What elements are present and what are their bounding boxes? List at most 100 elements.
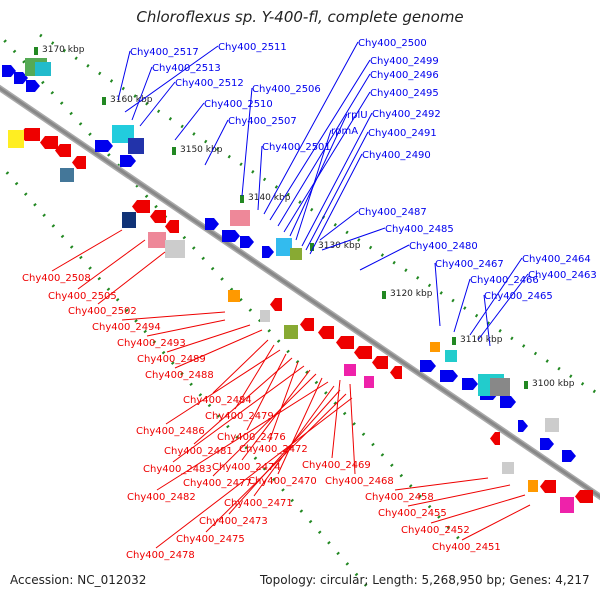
forward-gene-glyph-13 [500,396,516,408]
forward-leader-line [204,119,229,166]
reverse-leader-line [121,311,226,321]
forward-gene-label: rplU [347,110,368,121]
forward-gene-glyph-10 [440,370,458,382]
reverse-gene-label: Chy400_2505 [48,291,117,302]
reverse-gene-label: Chy400_2486 [136,426,205,437]
forward-gene-label: Chy400_2492 [372,109,441,120]
map-title: Chloroflexus sp. Y-400-fl, complete geno… [136,8,464,26]
forward-gene-label: rpmA [331,126,358,137]
reverse-gene-glyph-0 [20,128,40,141]
forward-leader-line [263,41,359,215]
forward-gene-glyph-8 [262,246,274,258]
reverse-leader-line [407,484,511,507]
forward-gene-glyph-4 [120,155,136,167]
reverse-gene-glyph-15 [540,480,556,493]
forward-gene-glyph-14 [518,420,528,432]
reverse-leader-line [234,344,275,410]
reverse-leader-line [331,379,341,459]
reverse-leader-line [246,353,287,431]
reverse-gene-label: Chy400_2469 [302,460,371,471]
reverse-gene-label: Chy400_2481 [164,446,233,457]
cog-block-lower-8 [344,364,356,376]
reverse-gene-glyph-2 [55,144,71,157]
reverse-gene-label: Chy400_2472 [239,444,308,455]
forward-gene-label: Chy400_2465 [484,291,553,302]
reverse-gene-label: Chy400_2451 [432,542,501,553]
forward-gene-label: Chy400_2500 [358,38,427,49]
reverse-leader-line [394,477,489,491]
forward-gene-label: Chy400_2466 [470,275,539,286]
reverse-gene-label: Chy400_2508 [22,273,91,284]
forward-gene-label: Chy400_2496 [370,70,439,81]
reverse-gene-glyph-11 [354,346,372,359]
forward-gene-label: Chy400_2512 [175,78,244,89]
reverse-leader-line [172,365,305,463]
reverse-gene-label: Chy400_2484 [183,395,252,406]
cog-block-4 [230,210,250,226]
cog-block-lower-7 [284,325,298,339]
scale-label: 3160 kbp [110,95,153,105]
cog-block-lower-3 [148,232,166,248]
forward-gene-label: Chy400_2487 [358,207,427,218]
reverse-leader-line [174,329,263,369]
forward-gene-label: Chy400_2480 [409,241,478,252]
forward-leader-line [453,278,471,333]
reverse-gene-glyph-3 [72,156,86,169]
scale-label: 3150 kbp [180,145,223,155]
scale-label: 3130 kbp [318,241,361,251]
reverse-leader-line [212,339,269,394]
genome-summary-text: Topology: circular; Length: 5,268,950 bp… [260,573,590,587]
scale-label: 3120 kbp [390,289,433,299]
forward-leader-line [359,244,410,271]
reverse-gene-label: Chy400_2474 [212,462,281,473]
forward-leader-line [277,73,371,227]
reverse-gene-label: Chy400_2477 [183,478,252,489]
cog-block-3 [128,138,144,154]
reverse-gene-label: Chy400_2489 [137,354,206,365]
forward-leader-line [469,257,523,336]
reverse-leader-line [228,389,341,515]
cog-block-1 [35,62,51,76]
scale-tick [310,243,314,251]
forward-gene-glyph-7 [240,236,254,248]
forward-gene-label: Chy400_2464 [522,254,591,265]
forward-gene-glyph-6 [222,230,240,242]
cog-block-10 [445,350,457,362]
reverse-gene-label: Chy400_2470 [248,476,317,487]
forward-leader-line [305,131,369,251]
forward-gene-label: Chy400_2507 [228,116,297,127]
reverse-gene-label: Chy400_2478 [126,550,195,561]
forward-leader-line [257,145,263,211]
scale-label: 3170 kbp [42,45,85,55]
forward-leader-line [131,66,153,121]
reverse-leader-line [268,361,299,443]
reverse-gene-label: Chy400_2494 [92,322,161,333]
forward-leader-line [117,50,131,101]
forward-leader-line [319,210,359,241]
forward-leader-line [174,102,205,141]
scale-tick [382,291,386,299]
forward-leader-line [283,91,371,233]
reverse-leader-line [461,504,531,541]
forward-leader-line [241,87,253,197]
reverse-gene-glyph-16 [575,490,593,503]
reverse-leader-line [155,397,353,549]
scale-tick [452,337,456,345]
forward-leader-line [309,153,363,255]
forward-leader-line [477,273,529,341]
forward-gene-glyph-15 [540,438,554,450]
reverse-leader-line [277,377,323,475]
reverse-leader-line [212,373,317,477]
forward-gene-glyph-16 [562,450,576,462]
genome-backbone [0,86,600,499]
forward-gene-glyph-5 [205,218,219,230]
forward-gene-label: Chy400_2490 [362,150,431,161]
reverse-gene-label: Chy400_2493 [117,338,186,349]
reverse-leader-line [77,239,146,290]
cog-block-9 [430,342,440,352]
reverse-gene-label: Chy400_2455 [378,508,447,519]
reverse-gene-glyph-12 [372,356,388,369]
forward-gene-label: Chy400_2506 [252,84,321,95]
forward-leader-line [269,59,371,221]
